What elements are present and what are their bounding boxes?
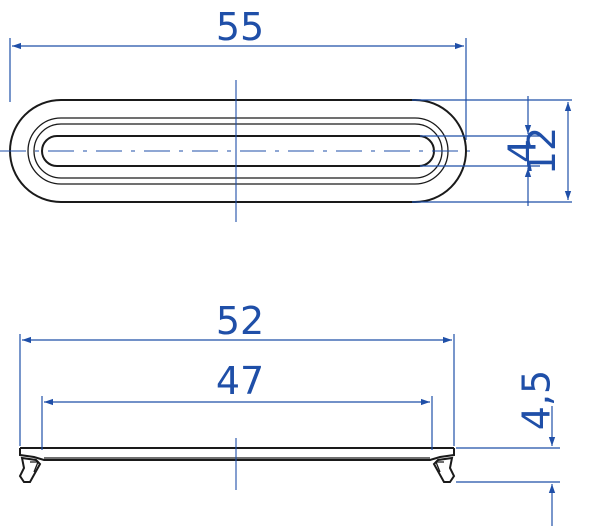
side-view: 52 47 4,5 [18, 299, 560, 526]
right-lip-detail [435, 461, 444, 473]
top-view: 55 4 12 [0, 5, 572, 222]
dimension-label-12: 12 [520, 127, 564, 175]
left-lip [18, 456, 42, 483]
left-lip-detail [30, 461, 39, 473]
inner-outline [33, 123, 443, 179]
dimension-label-45: 4,5 [514, 370, 558, 430]
dimension-label-47: 47 [216, 359, 264, 403]
right-lip [432, 456, 456, 483]
side-body [19, 448, 455, 461]
dimension-label-52: 52 [216, 299, 264, 343]
dimension-label-4: 4 [500, 139, 544, 163]
dimension-label-55: 55 [216, 5, 264, 49]
